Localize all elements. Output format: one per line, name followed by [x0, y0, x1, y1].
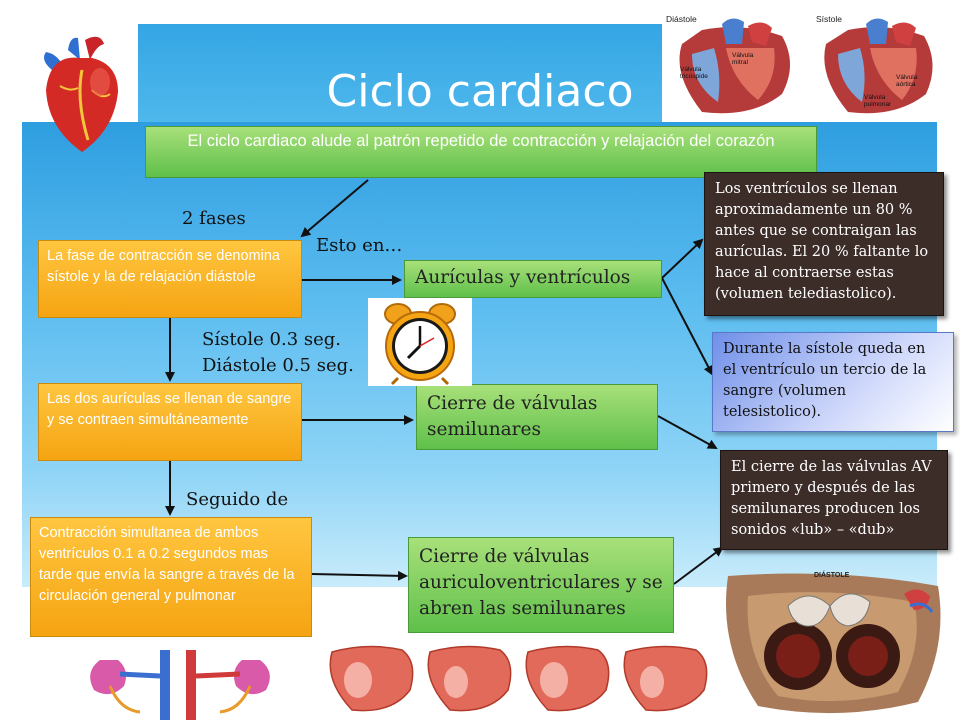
diastole-label: Diástole: [666, 14, 697, 24]
diastole-heart-diagram: Diástole Válvula mitral Válvula tricúspi…: [662, 14, 804, 118]
event-box-semilunar-closure: Cierre de válvulas semilunares: [416, 384, 658, 450]
systole-label: Sístole: [816, 14, 842, 24]
arrow-event3-to-note3: [673, 546, 724, 585]
valve-mitral-label: Válvula mitral: [732, 52, 754, 66]
label-esto-en: Esto en…: [316, 235, 403, 256]
event-box-atria-ventricles: Aurículas y ventrículos: [404, 260, 662, 298]
definition-box: El ciclo cardiaco alude al patrón repeti…: [145, 126, 817, 178]
label-diastole-duration: Diástole 0.5 seg.: [202, 355, 354, 376]
step-box-ventricles: Contracción simultanea de ambos ventrícu…: [30, 517, 312, 637]
event-box-av-closure: Cierre de válvulas auriculoventriculares…: [408, 537, 674, 633]
note-box-systole-volume: Durante la sístole queda en el ventrícul…: [712, 332, 954, 432]
arrow-event2-to-note3: [657, 415, 718, 449]
page-title: Ciclo cardiaco: [326, 66, 634, 117]
label-two-phases: 2 fases: [182, 208, 246, 229]
valve-aortic-label: Válvula aórtica: [896, 74, 918, 88]
valve-tricuspid-label: Válvula tricúspide: [680, 66, 708, 80]
title-background: [138, 24, 662, 124]
heart-illustration: [30, 30, 130, 160]
label-systole-duration: Sístole 0.3 seg.: [202, 329, 342, 350]
kidney-circulation-illustration: [80, 650, 280, 720]
note-box-ventricular-filling: Los ventrículos se llenan aproximadament…: [704, 172, 944, 316]
alarm-clock-icon: [368, 298, 472, 386]
note-box-heart-sounds: El cierre de las válvulas AV primero y d…: [720, 450, 948, 550]
step-box-atria: Las dos aurículas se llenan de sangre y …: [38, 383, 302, 461]
arrow-definition-to-step1: [300, 179, 369, 238]
label-seguido-de: Seguido de: [186, 489, 289, 510]
step-box-phases: La fase de contracción se denomina sísto…: [38, 240, 302, 318]
diastole-valves-illustration: DIÁSTOLE: [718, 566, 952, 718]
cardiac-cycle-sequence-illustration: [322, 640, 722, 716]
arrow-event1-to-note1: [661, 238, 704, 279]
arrow-step3-to-event3: [311, 570, 408, 581]
systole-heart-diagram: Sístole Válvula aórtica Válvula pulmonar: [812, 14, 944, 118]
arrow-event1-to-note2: [661, 277, 713, 376]
diastole-caps-label: DIÁSTOLE: [814, 572, 850, 579]
valve-pulmonar-label: Válvula pulmonar: [864, 94, 892, 108]
